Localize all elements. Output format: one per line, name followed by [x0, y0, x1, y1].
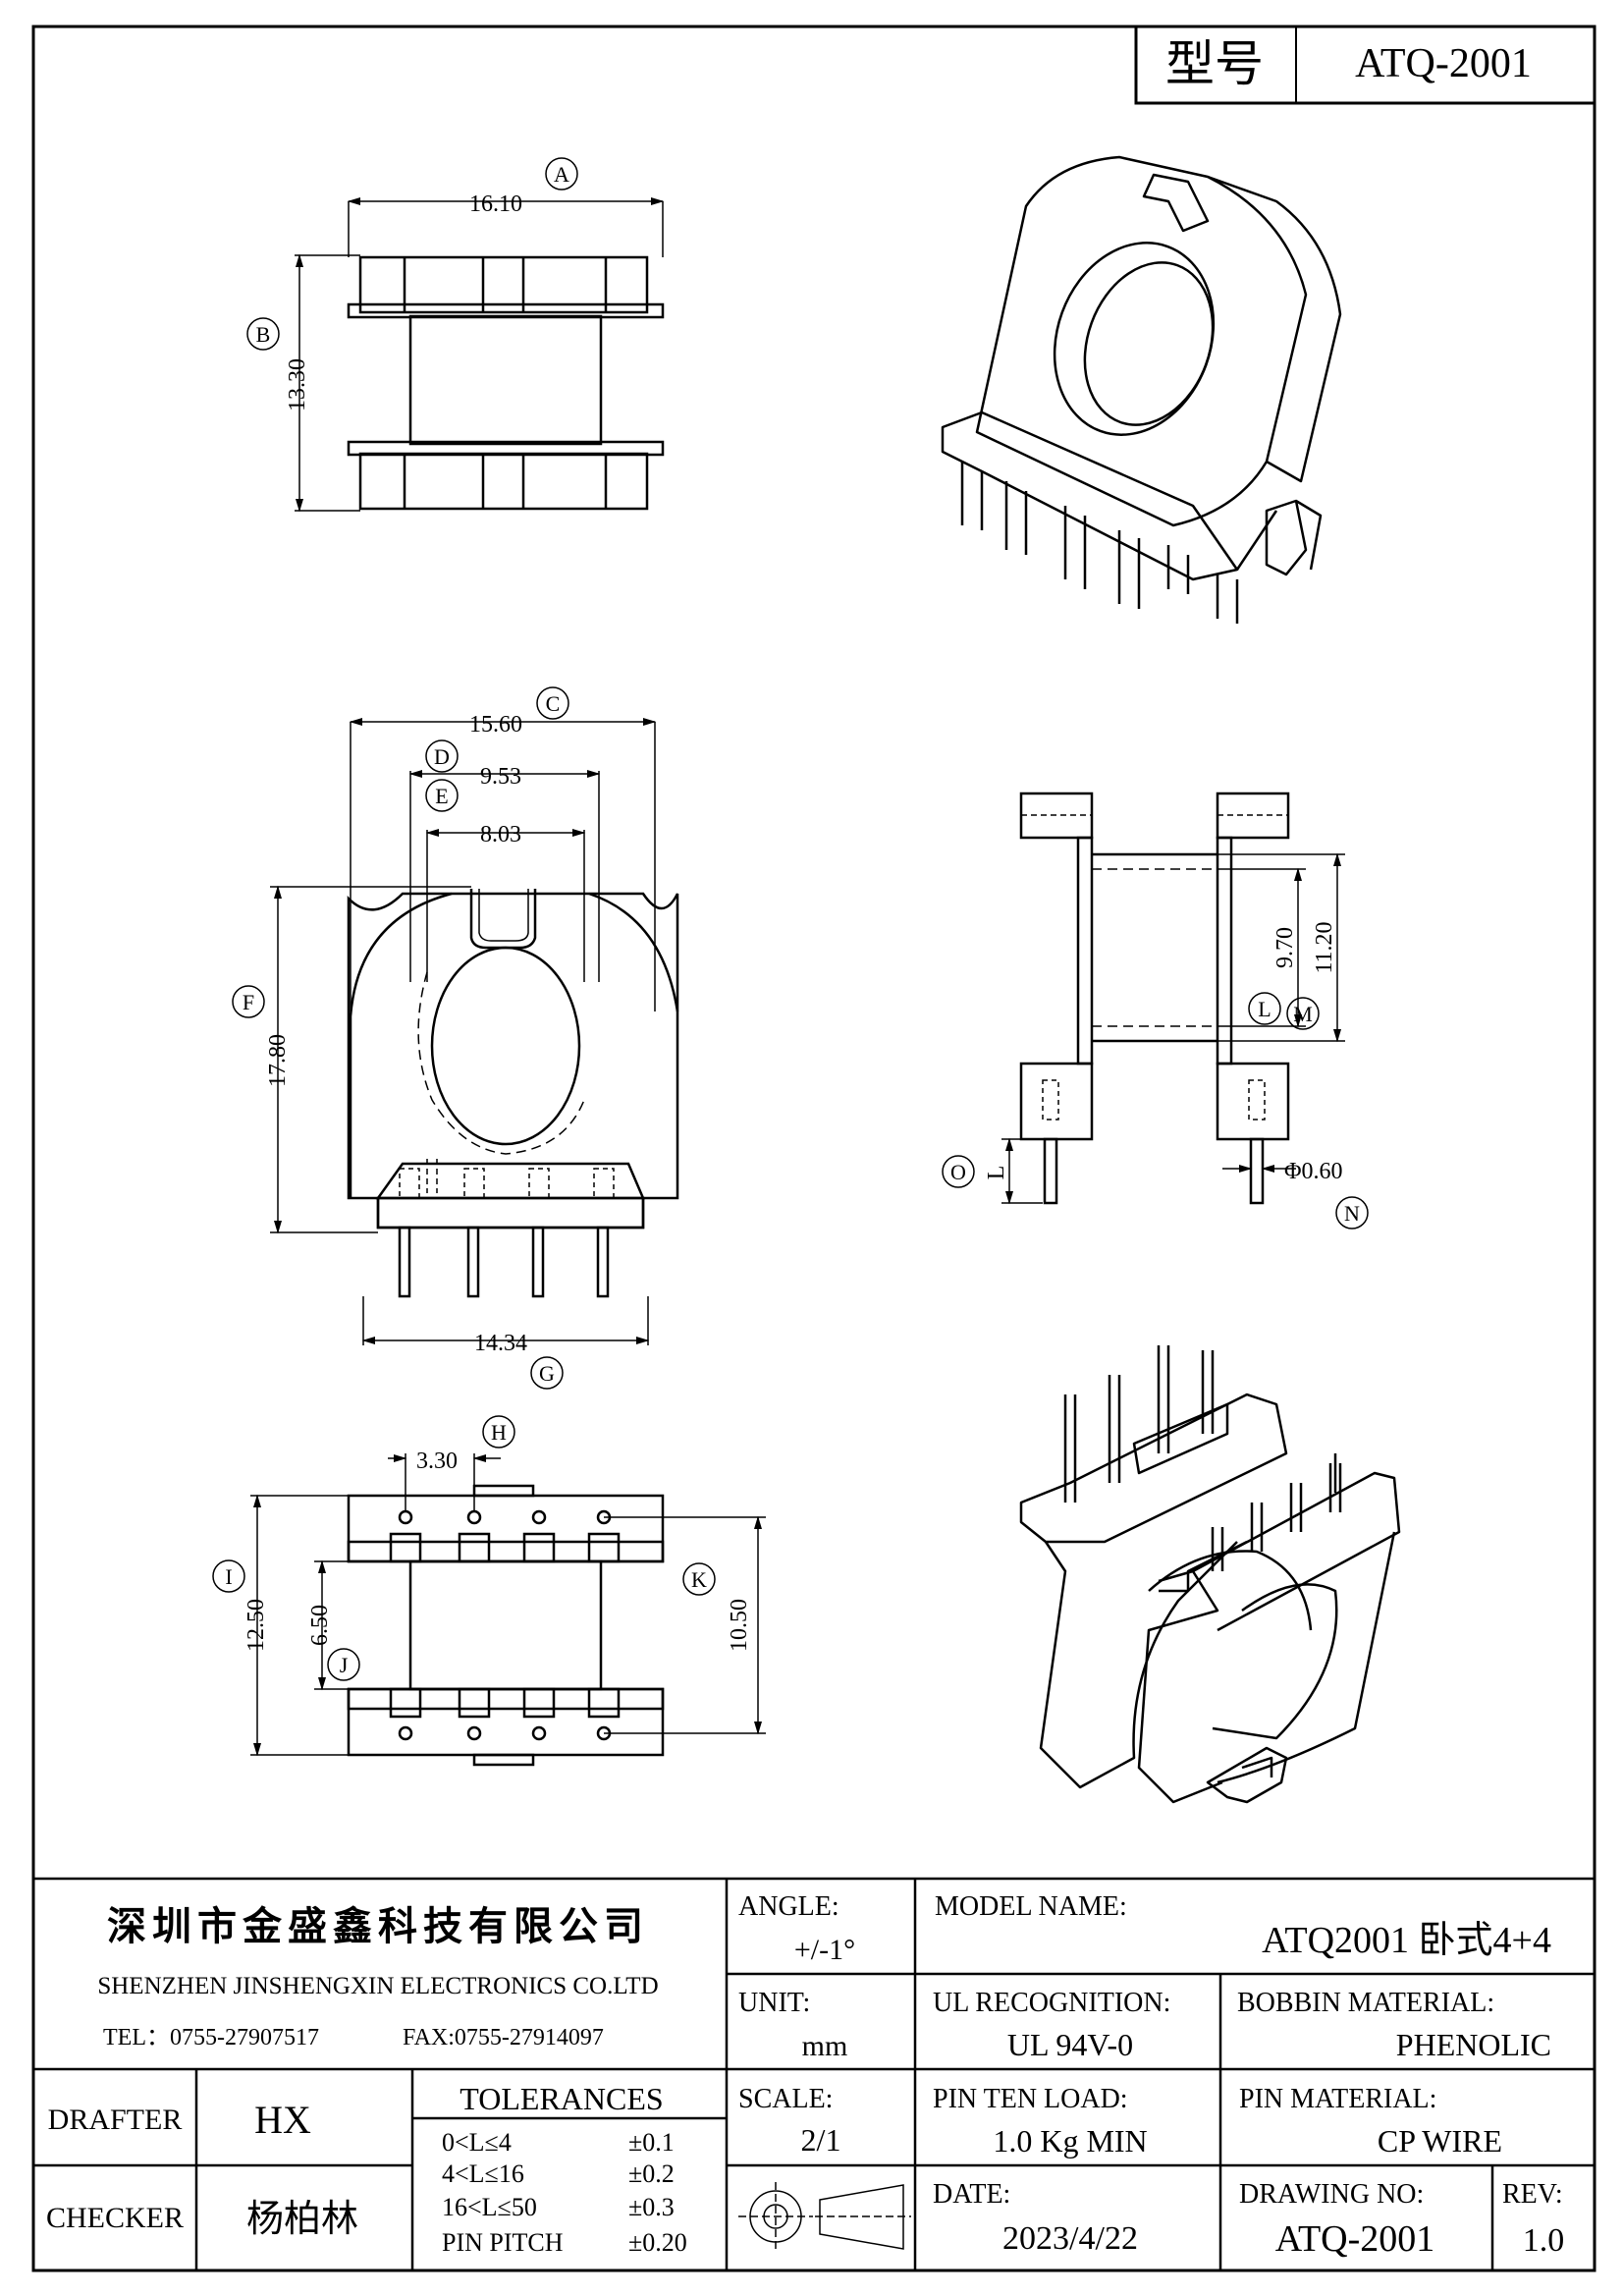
- label-H: H: [491, 1420, 507, 1445]
- label-A: A: [554, 162, 569, 187]
- side-view: [1019, 792, 1290, 1205]
- rev-value: 1.0: [1523, 2222, 1565, 2259]
- bottom-view-dims: [250, 1453, 766, 1757]
- sheet-border: [31, 25, 1596, 2272]
- angle-label: ANGLE:: [738, 1891, 839, 1922]
- scale-label: SCALE:: [738, 2084, 833, 2114]
- drafter-label: DRAFTER: [48, 2104, 183, 2136]
- scale-value: 2/1: [801, 2122, 841, 2158]
- iso-view-top: [941, 155, 1342, 624]
- dim-A-value: 16.10: [469, 191, 522, 217]
- label-F: F: [243, 990, 254, 1014]
- front-view: [347, 889, 679, 1298]
- angle-value: +/-1°: [794, 1934, 855, 1966]
- side-view-dims: [1001, 852, 1345, 1205]
- header-model-box: 型号 ATQ-2001: [1134, 25, 1596, 105]
- bottom-view: [347, 1484, 665, 1767]
- label-N: N: [1344, 1201, 1360, 1226]
- label-M: M: [1293, 1002, 1313, 1026]
- date-value: 2023/4/22: [1002, 2220, 1138, 2257]
- top-view: [347, 255, 665, 511]
- company-en: SHENZHEN JINSHENGXIN ELECTRONICS CO.LTD: [97, 1973, 658, 1999]
- label-L: L: [1258, 997, 1271, 1021]
- ul-value: UL 94V-0: [1007, 2027, 1133, 2062]
- front-view-dims: [270, 717, 657, 1345]
- tolerance-value: ±0.3: [628, 2193, 675, 2221]
- iso-view-bottom: [1019, 1345, 1401, 1804]
- tolerance-value: ±0.1: [628, 2128, 675, 2157]
- pin-load-label: PIN TEN LOAD:: [933, 2084, 1128, 2114]
- label-G: G: [539, 1361, 555, 1386]
- drawing-no-value: ATQ-2001: [1275, 2218, 1435, 2260]
- dim-F-value: 17.80: [265, 1034, 291, 1087]
- tolerance-value: ±0.20: [628, 2228, 687, 2257]
- bobbin-value: PHENOLIC: [1396, 2027, 1551, 2062]
- company-fax: FAX:0755-27914097: [403, 2025, 604, 2050]
- ul-label: UL RECOGNITION:: [933, 1988, 1170, 2018]
- dim-B-value: 13.30: [285, 358, 310, 411]
- tolerance-range: 4<L≤16: [442, 2159, 524, 2188]
- header-model-value: ATQ-2001: [1355, 41, 1532, 86]
- label-K: K: [691, 1567, 707, 1592]
- label-B: B: [256, 322, 271, 347]
- tolerance-table: 0<L≤4 ±0.1 4<L≤16 ±0.2 16<L≤50 ±0.3 PIN …: [442, 2128, 687, 2257]
- dimension-labels: [212, 157, 1369, 1681]
- drawing-no-label: DRAWING NO:: [1239, 2179, 1424, 2210]
- dim-I-value: 12.50: [243, 1599, 269, 1652]
- checker-value: 杨柏林: [246, 2197, 358, 2240]
- checker-label: CHECKER: [46, 2202, 184, 2234]
- tolerance-value: ±0.2: [628, 2159, 675, 2188]
- label-C: C: [546, 691, 561, 716]
- header-model-label: 型号: [1165, 35, 1264, 92]
- dim-H-value: 3.30: [416, 1449, 458, 1474]
- dim-M-value: 11.20: [1312, 921, 1337, 973]
- label-I: I: [225, 1564, 232, 1589]
- date-label: DATE:: [933, 2179, 1010, 2210]
- dim-J-value: 6.50: [307, 1605, 333, 1646]
- rev-label: REV:: [1502, 2179, 1563, 2210]
- pin-load-value: 1.0 Kg MIN: [993, 2123, 1147, 2159]
- dim-G-value: 14.34: [474, 1331, 527, 1356]
- dim-D-value: 9.53: [480, 764, 521, 790]
- tolerance-range: 16<L≤50: [442, 2193, 537, 2221]
- company-tel: TEL：0755-27907517: [103, 2025, 319, 2050]
- drafter-value: HX: [254, 2098, 311, 2142]
- unit-label: UNIT:: [738, 1988, 810, 2018]
- unit-value: mm: [802, 2030, 848, 2062]
- tolerance-range: 0<L≤4: [442, 2128, 512, 2157]
- label-O: O: [950, 1160, 966, 1184]
- dim-A: [295, 196, 665, 513]
- dim-N-value: Φ0.60: [1284, 1159, 1343, 1184]
- label-J: J: [340, 1653, 349, 1677]
- dim-C-value: 15.60: [469, 712, 522, 738]
- bobbin-label: BOBBIN MATERIAL:: [1237, 1988, 1494, 2018]
- dimension-label-text: A B C D E F G H I J K L M N O: [225, 162, 1360, 1677]
- tolerances-title: TOLERANCES: [460, 2081, 663, 2116]
- dim-L-value: 9.70: [1272, 927, 1298, 968]
- title-block: [33, 1877, 1595, 2270]
- label-E: E: [435, 784, 448, 808]
- dim-K-value: 10.50: [727, 1599, 752, 1652]
- pin-material-label: PIN MATERIAL:: [1239, 2084, 1436, 2114]
- dim-O-value: L: [984, 1166, 1009, 1180]
- model-name-value: ATQ2001 卧式4+4: [1262, 1920, 1551, 1961]
- tolerance-range: PIN PITCH: [442, 2228, 564, 2257]
- model-name-label: MODEL NAME:: [935, 1891, 1127, 1922]
- company-cn: 深圳市金盛鑫科技有限公司: [107, 1904, 649, 1949]
- projection-symbol: [738, 2182, 911, 2251]
- dim-E-value: 8.03: [480, 822, 521, 847]
- pin-material-value: CP WIRE: [1378, 2123, 1502, 2159]
- label-D: D: [434, 744, 450, 769]
